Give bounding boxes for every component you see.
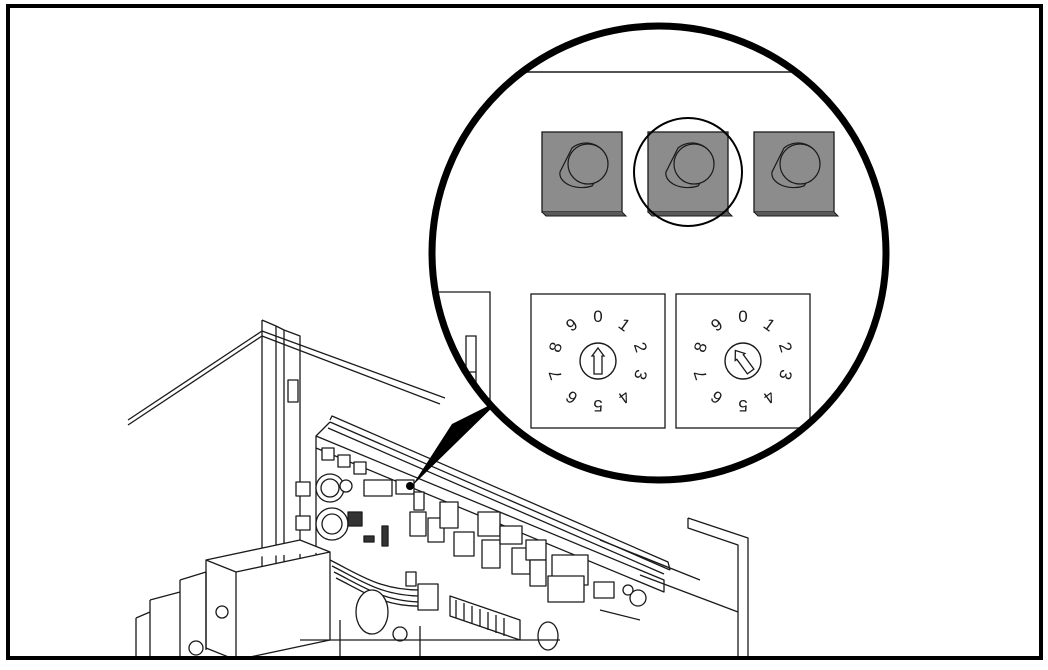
post-clip: [287, 379, 299, 403]
enclosure-top-edge: [261, 330, 446, 405]
wire-connector: [417, 583, 439, 611]
base-plate: [300, 609, 641, 656]
outer-frame: [6, 4, 1043, 660]
callout-pointer: [412, 400, 500, 486]
dial-digit: 5: [593, 396, 602, 415]
base-bolt: [188, 640, 204, 656]
dial-pointer-arrow: [590, 346, 606, 375]
center-button[interactable]: [633, 117, 743, 227]
enclosure-left-wall: [127, 330, 263, 426]
wire-plug: [405, 571, 417, 587]
bottom-cylinder: [537, 621, 559, 651]
circuit-board-outline: [315, 421, 671, 640]
bottom-nut: [392, 626, 408, 642]
device-illustration: [127, 319, 749, 656]
callout-target: [406, 482, 414, 490]
heatsink: [449, 595, 521, 641]
push-button-group: [541, 117, 840, 227]
dial-digit: 0: [593, 307, 602, 326]
dial-digit: 5: [738, 396, 747, 415]
left-button[interactable]: [541, 131, 628, 217]
highlight-ring: [633, 117, 743, 227]
dial-digit: 0: [738, 307, 747, 326]
transformer: [205, 539, 331, 656]
enclosure-right-panel: [599, 517, 749, 656]
zoom-circle-ring: [428, 22, 890, 484]
board-rail: [327, 415, 671, 575]
capacitor: [355, 589, 389, 635]
right-button[interactable]: [753, 131, 840, 217]
dial-pointer-arrow: [734, 349, 755, 375]
transformer-bolt: [215, 605, 229, 619]
wire-harness: [329, 559, 427, 607]
front-post: [261, 319, 301, 640]
transformer-bracket: [135, 571, 207, 656]
